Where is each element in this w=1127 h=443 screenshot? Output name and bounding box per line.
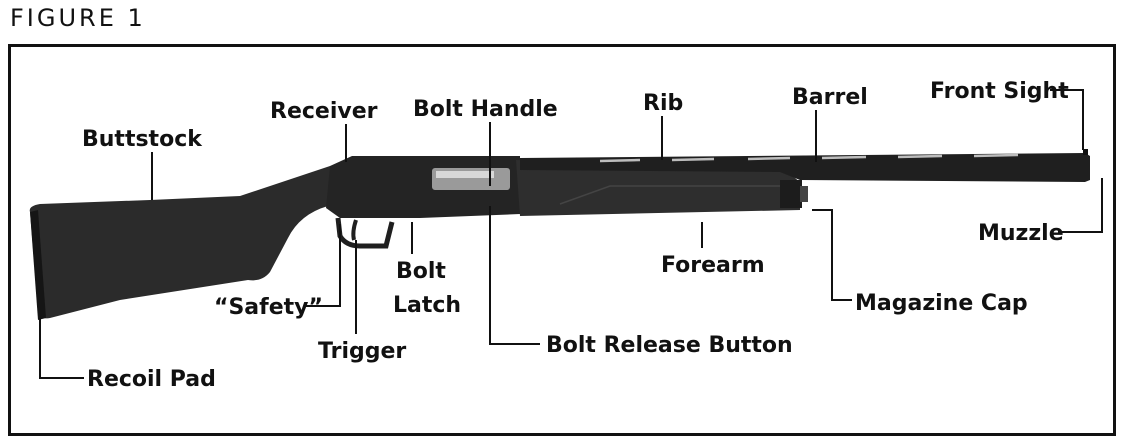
label-bolt-latch-line2: Latch (393, 293, 461, 318)
label-bolt-release-button: Bolt Release Button (546, 333, 793, 358)
trigger-shape (353, 220, 356, 240)
label-buttstock: Buttstock (82, 127, 203, 152)
label-forearm: Forearm (661, 253, 765, 278)
label-trigger: Trigger (318, 339, 406, 364)
magazine-tube-shape (780, 180, 802, 208)
label-rib: Rib (643, 91, 683, 116)
trigger-guard-shape (338, 218, 392, 246)
label-receiver: Receiver (270, 99, 378, 124)
label-recoil-pad: Recoil Pad (87, 367, 216, 392)
label-muzzle: Muzzle (978, 221, 1064, 246)
label-magazine-cap: Magazine Cap (855, 291, 1028, 316)
label-bolt-latch-line1: Bolt (396, 259, 446, 284)
label-bolt-handle: Bolt Handle (413, 97, 558, 122)
magazine-cap-shape (800, 186, 808, 202)
label-barrel: Barrel (792, 85, 868, 110)
label-safety: “Safety” (214, 295, 323, 320)
label-front-sight: Front Sight (930, 79, 1069, 104)
